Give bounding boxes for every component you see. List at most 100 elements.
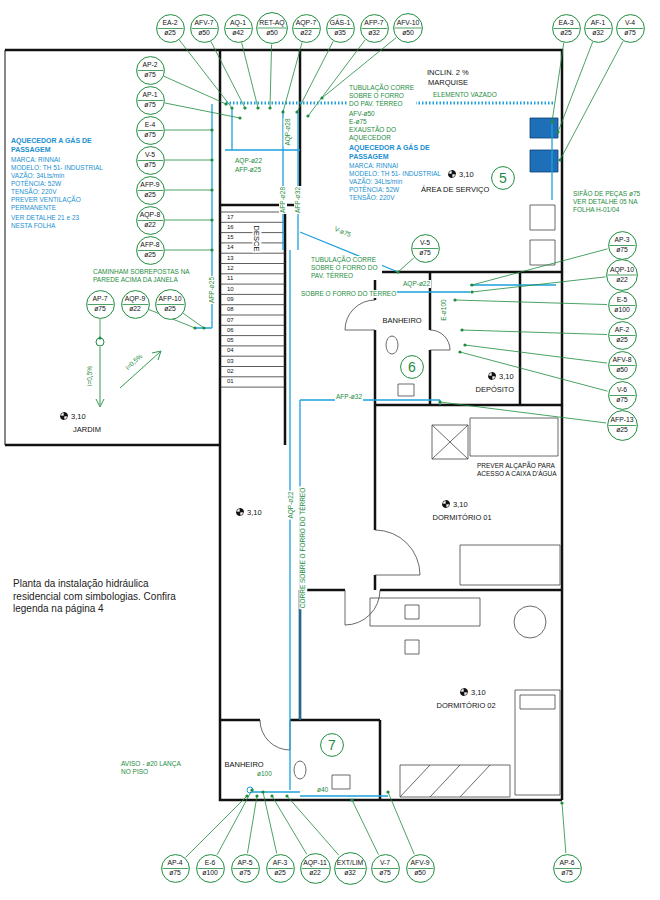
label-holder: DORMITÓRIO 02	[436, 701, 497, 710]
label-holder: DESCE	[252, 224, 261, 252]
circle-outline	[136, 206, 165, 235]
circle-border	[136, 56, 164, 84]
label-holder: 3,10	[246, 508, 263, 517]
leader-line	[297, 41, 333, 112]
room-label: 3,10	[70, 412, 87, 421]
pipe-code: RET-AQ	[259, 19, 284, 27]
room-label: MARQUISE	[427, 78, 469, 87]
pipe-callout: V-4ø75	[616, 14, 645, 43]
room-label: DORMITÓRIO 02	[436, 701, 497, 710]
water-pipes	[195, 104, 556, 796]
label-holder: JARDIM	[72, 425, 102, 434]
circle-outline	[393, 13, 423, 43]
pipe-code: AF-1	[591, 19, 606, 27]
heater-note: MODELO: TH 51- INDUSTRIAL	[348, 170, 442, 178]
leader-dot	[270, 794, 273, 797]
pipe-code: EXT/LIM	[337, 859, 363, 867]
leader-line	[247, 796, 257, 853]
pipe-label: E-ø100	[439, 298, 447, 321]
circle-outline	[155, 289, 186, 320]
leader-line	[462, 330, 607, 335]
pipe-code: AQP-8	[140, 211, 160, 219]
label-holder: E-ø100	[439, 298, 447, 321]
pipe-code: AP-7	[92, 295, 107, 303]
outer-walls	[5, 50, 562, 800]
leader-dot	[261, 790, 264, 793]
circle-divider	[361, 28, 387, 29]
circle-border	[257, 13, 288, 44]
label-holder: 05	[226, 337, 235, 344]
leader-line	[352, 800, 378, 855]
circle-border	[231, 854, 259, 882]
pipe-label: AQP-ø22	[234, 157, 263, 165]
circle-border	[155, 289, 185, 319]
label-holder: 3,10	[70, 412, 87, 421]
circle-border	[607, 260, 638, 291]
pipe-label: AQP-ø22	[402, 280, 431, 288]
circle-outline	[224, 14, 253, 43]
circle-outline	[136, 146, 165, 175]
label-holder: i=0,5%	[86, 365, 94, 387]
label-holder: ELEMENTO VAZADO	[432, 91, 498, 99]
stair-step-number: 17	[226, 214, 235, 221]
leader-line	[211, 41, 245, 108]
heater-note: TENSÃO: 220V	[348, 194, 396, 202]
stair-step-number: 16	[226, 224, 235, 231]
stair-step-number: 14	[226, 244, 235, 251]
stair-step-number: 11	[226, 275, 234, 282]
pipe-callout: AP-3ø75	[608, 231, 637, 260]
circle-divider	[157, 28, 183, 29]
label-holder: 08	[226, 306, 235, 313]
pipe-diameter: ø75	[239, 869, 251, 877]
leader-dot	[268, 106, 271, 109]
toilet	[386, 336, 398, 354]
heater-note: MODELO: TH 51- INDUSTRIAL	[10, 164, 104, 172]
pipe-callout: V-6ø75	[608, 381, 637, 410]
leader-line	[558, 42, 593, 132]
circle-divider	[301, 868, 329, 869]
pipe-label: i=0,5%	[123, 352, 145, 373]
circle-border	[321, 734, 344, 757]
pipe-callout: V-5ø75	[136, 146, 165, 175]
leader-line	[179, 40, 232, 108]
pipe-callout: V-5ø75	[411, 234, 440, 263]
pipe-code: EA-3	[558, 19, 573, 27]
circle-border	[411, 234, 439, 262]
label-holder: AQP-ø22	[234, 157, 263, 165]
pipe-diameter: ø75	[419, 249, 431, 257]
pipe-diameter: ø22	[144, 221, 156, 229]
label-holder: AFP-ø25	[208, 276, 216, 304]
leader-dot	[438, 400, 441, 403]
circle-border	[136, 176, 164, 204]
circle-outline	[607, 410, 638, 441]
pipe-callout: RET-AQø50	[256, 12, 288, 44]
pipe-diameter: ø50	[198, 29, 210, 37]
pipe-code: AFV-8	[613, 356, 632, 364]
label-holder: INCLIN. 2 %	[426, 68, 470, 77]
leader-dot	[193, 326, 196, 329]
room-label: 3,10	[498, 372, 515, 381]
leader-dot	[210, 188, 213, 191]
pipe-callout: AP-4ø75	[161, 854, 190, 883]
circle-divider	[609, 335, 635, 336]
pipe-callout: EA-2ø25	[156, 14, 185, 43]
circle-outline	[156, 14, 185, 43]
pipe-callout: AP-7 ø75	[86, 290, 115, 319]
pipe-callout: AFP-9ø25	[136, 176, 165, 205]
label-holder: AFP-ø32	[335, 393, 363, 401]
circle-divider	[137, 130, 163, 131]
circle-border	[608, 381, 636, 409]
pipe-code: V-5	[420, 239, 430, 247]
pipe-diameter: ø25	[144, 251, 156, 259]
pipe-diameter: ø75	[94, 305, 106, 313]
pipe-label: CORRE SOBRE O FORRO DO TÉRREO	[299, 487, 307, 610]
pipe-diameter: ø25	[274, 869, 286, 877]
label-holder: AFP-ø32	[294, 186, 302, 214]
circle-outline	[300, 853, 331, 884]
circle-divider	[609, 365, 635, 366]
leader-dot	[306, 114, 309, 117]
circle-outline	[121, 290, 150, 319]
leader-dot	[558, 158, 561, 161]
